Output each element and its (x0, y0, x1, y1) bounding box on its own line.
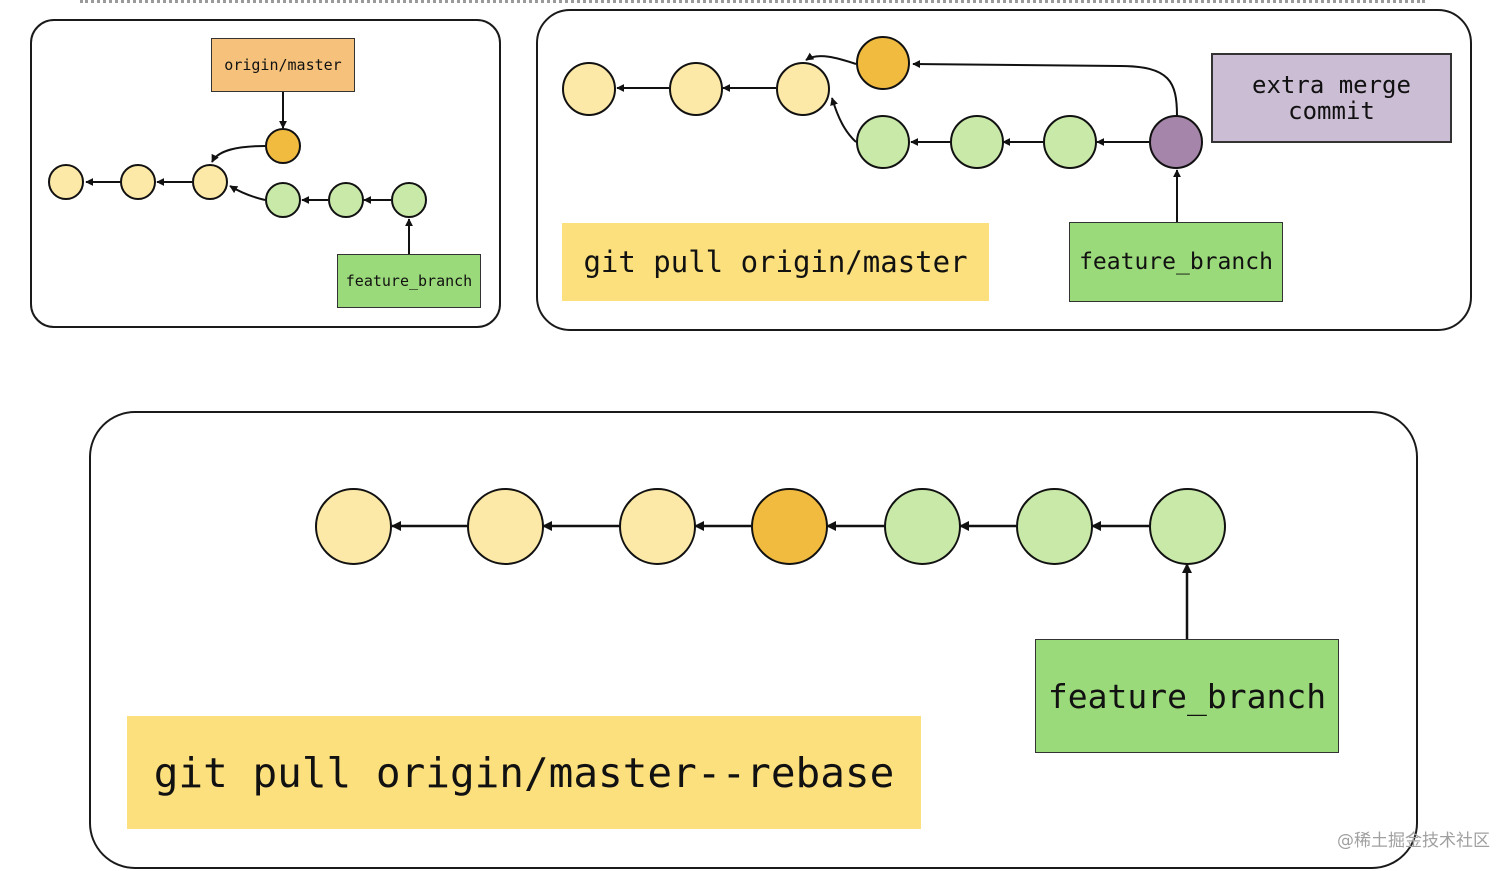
p2-arrow-feature-base (830, 97, 857, 143)
p1-origin-master-label: origin/master (211, 38, 355, 92)
p3-commit-3 (619, 488, 696, 565)
p2-feature-branch-label: feature_branch (1069, 222, 1283, 302)
p2-feature-commit-2 (950, 115, 1004, 169)
p3-remote-commit (751, 488, 828, 565)
p1-commit-1 (48, 164, 84, 200)
p1-feature-commit-2 (328, 182, 364, 218)
p3-feature-commit-1 (884, 488, 961, 565)
p2-commit-2 (669, 62, 723, 116)
p1-commit-3 (192, 164, 228, 200)
p1-remote-commit (265, 128, 301, 164)
watermark: @稀土掘金技术社区 (1337, 831, 1490, 851)
p2-commit-1 (562, 62, 616, 116)
p2-arrow-remote (805, 52, 857, 65)
p2-feature-commit-1 (856, 115, 910, 169)
p2-merge-commit (1149, 115, 1203, 169)
p3-feature-commit-2 (1016, 488, 1093, 565)
p3-command-label: git pull origin/master--rebase (127, 716, 921, 829)
p3-feature-branch-label: feature_branch (1035, 639, 1339, 753)
p2-remote-commit (856, 36, 910, 90)
p2-commit-3 (776, 62, 830, 116)
p2-extra-merge-commit-label: extra merge commit (1211, 53, 1452, 143)
p1-commit-2 (120, 164, 156, 200)
p2-command-label: git pull origin/master (562, 223, 989, 301)
p1-feature-commit-3 (391, 182, 427, 218)
p1-arrow-feature-base (229, 185, 266, 201)
p1-feature-branch-label: feature_branch (337, 254, 481, 308)
top-dotted-divider (80, 0, 1425, 7)
p3-commit-2 (467, 488, 544, 565)
p1-feature-commit-1 (265, 182, 301, 218)
p2-arrow-merge (912, 60, 1178, 117)
p3-feature-commit-3 (1149, 488, 1226, 565)
p1-arrow-remote (211, 145, 266, 163)
p3-commit-1 (315, 488, 392, 565)
p2-feature-commit-3 (1043, 115, 1097, 169)
